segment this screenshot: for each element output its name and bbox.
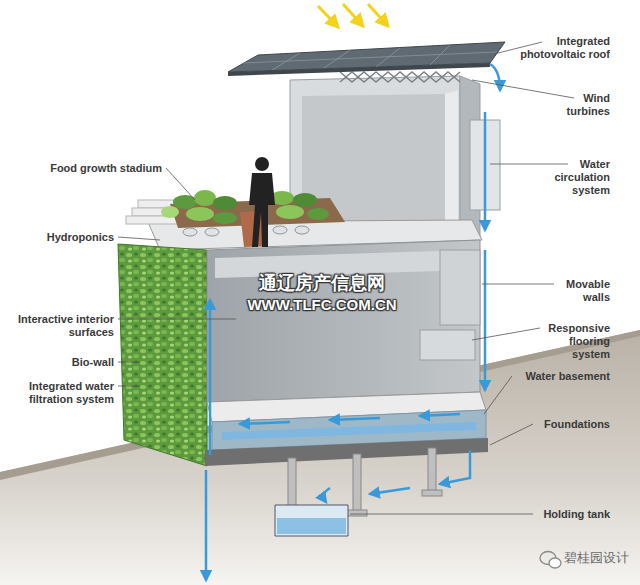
sun-rays [318, 4, 388, 27]
brand-mark: 碧桂园设计 [564, 550, 636, 566]
interior [207, 240, 480, 402]
callout-label: Hydroponics [14, 231, 114, 244]
callout-label: Movable walls [548, 278, 610, 304]
wind-turbines [340, 72, 460, 82]
watermark: 通辽房产信息网 [232, 272, 412, 294]
tower-panel [445, 90, 458, 226]
callout-label: Interactive interior surfaces [4, 313, 114, 339]
callout-label: Water basement [500, 370, 610, 383]
callout-label: Food growth stadium [27, 162, 162, 175]
person [249, 157, 275, 247]
callout-label: Water circulation system [538, 158, 610, 197]
upper-tower [290, 76, 460, 236]
movable-wall [440, 250, 480, 325]
callout-label: Wind turbines [548, 92, 610, 118]
interior-furniture [420, 330, 475, 360]
callout-label: Holding tank [520, 508, 610, 521]
holding-tank [275, 505, 348, 536]
watermark: WWW.TLFC.COM.CN [232, 296, 412, 314]
stadium-steps [126, 200, 178, 224]
leader-lines [118, 42, 574, 514]
wind-turbines [340, 72, 460, 82]
base-slab [205, 438, 488, 466]
basement-water [222, 422, 476, 440]
wechat-icon [540, 552, 561, 569]
hydroponic-pods [183, 226, 309, 236]
callout-label: Integrated photovoltaic roof [515, 35, 610, 61]
plants [161, 190, 329, 224]
water-flow [206, 64, 500, 580]
pv-roof-edge [228, 63, 490, 76]
callout-label: Integrated water filtration system [4, 380, 114, 406]
tank-water [277, 518, 346, 534]
callout-label: Responsive flooring system [532, 322, 610, 361]
bio-wall [118, 244, 207, 466]
callout-label: Foundations [520, 418, 610, 431]
callout-label: Bio-wall [14, 356, 114, 369]
